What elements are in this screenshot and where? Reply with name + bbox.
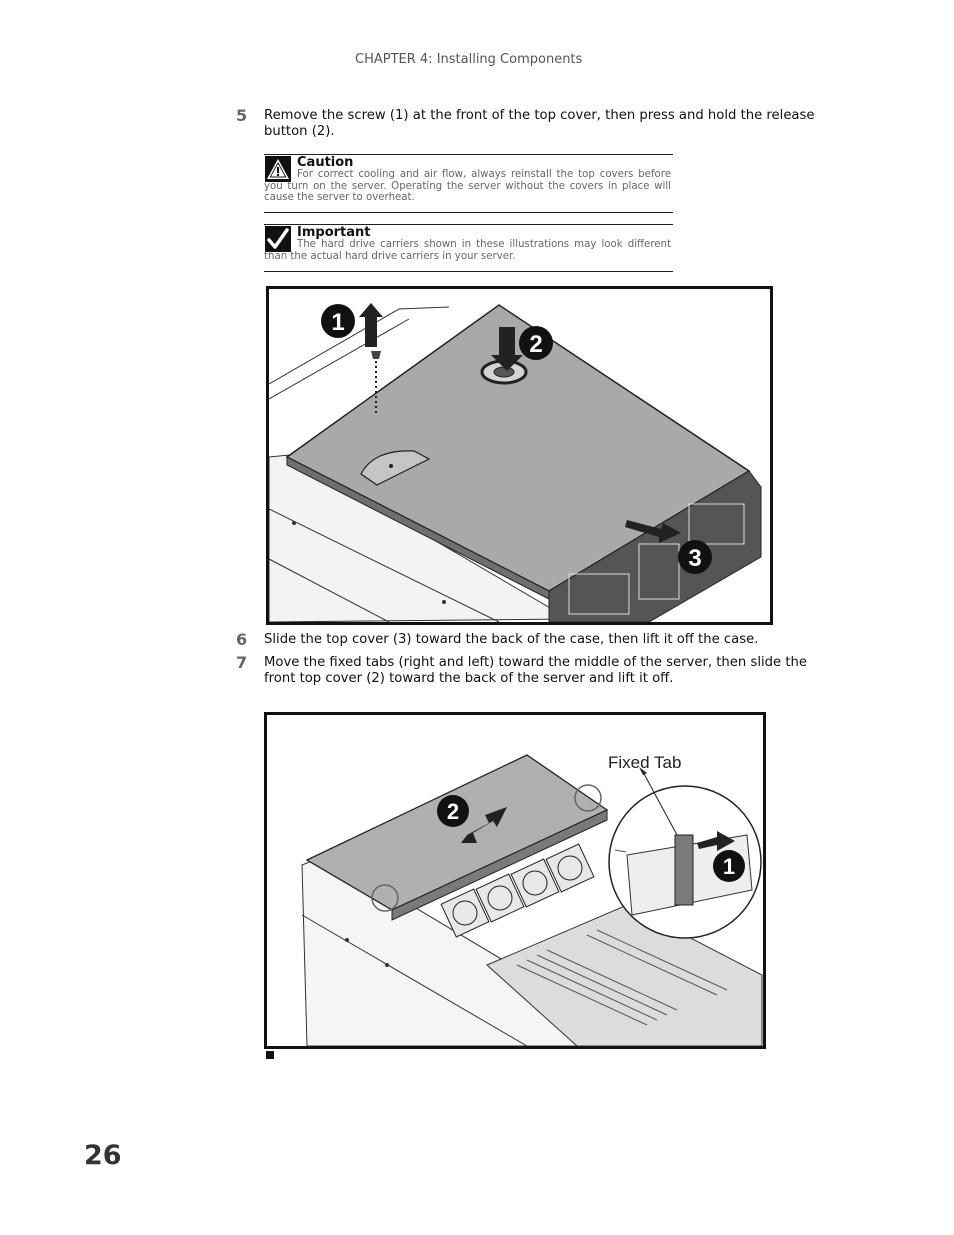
step-number: 6: [236, 630, 248, 649]
caution-title: Caution: [297, 155, 354, 170]
step-5: 5 Remove the screw (1) at the front of t…: [236, 106, 840, 142]
end-of-section-marker: [266, 1051, 274, 1059]
checkmark-icon: [265, 226, 291, 252]
warning-triangle-icon: [265, 156, 291, 182]
callout-1-label: 1: [331, 309, 344, 336]
step-text: Move the fixed tabs (right and left) tow…: [264, 655, 807, 686]
step-text: Remove the screw (1) at the front of the…: [264, 108, 815, 139]
caution-notice: Caution For correct cooling and air flow…: [264, 154, 673, 213]
step-number: 7: [236, 653, 248, 672]
callout-2-label: 2: [529, 331, 542, 358]
figure-top-cover-removal: 1 2 3: [266, 286, 773, 625]
step-7: 7 Move the fixed tabs (right and left) t…: [236, 653, 840, 689]
callout-2: 2: [437, 795, 469, 827]
callout-2-label: 2: [447, 799, 459, 824]
important-body: The hard drive carriers shown in these i…: [264, 239, 671, 262]
step-number: 5: [236, 106, 248, 125]
important-title: Important: [297, 225, 371, 240]
server-illustration-1: 1 2 3: [269, 303, 762, 622]
callout-2: 2: [519, 326, 553, 360]
important-notice: Important The hard drive carriers shown …: [264, 224, 673, 272]
caution-body: For correct cooling and air flow, always…: [264, 169, 671, 203]
server-illustration-2: Fixed Tab 2 1: [301, 753, 763, 1046]
step-6: 6 Slide the top cover (3) toward the bac…: [236, 630, 840, 650]
callout-3-label: 3: [688, 545, 701, 572]
fixed-tab-label: Fixed Tab: [608, 753, 681, 772]
callout-1: 1: [321, 304, 355, 338]
figure-front-cover-removal: Fixed Tab 2 1: [264, 712, 766, 1049]
callout-1-label: 1: [723, 854, 735, 879]
chapter-header: CHAPTER 4: Installing Components: [355, 52, 583, 67]
callout-3: 3: [678, 540, 712, 574]
step-text: Slide the top cover (3) toward the back …: [264, 632, 759, 647]
callout-1: 1: [713, 850, 745, 882]
page-number: 26: [84, 1140, 122, 1171]
